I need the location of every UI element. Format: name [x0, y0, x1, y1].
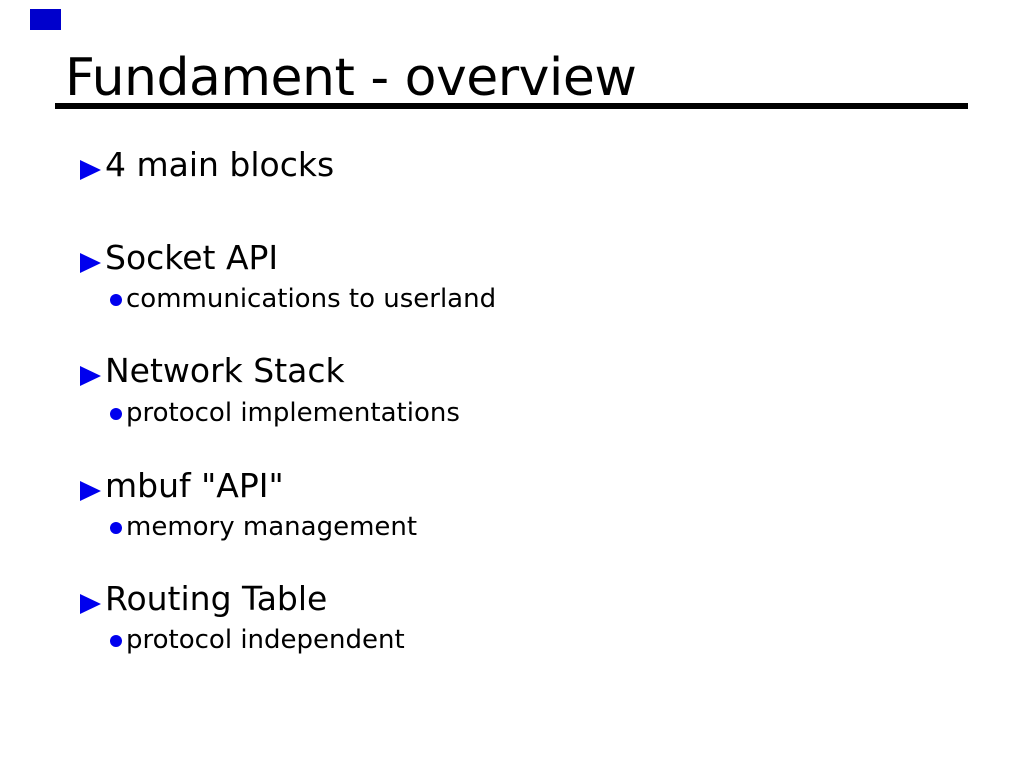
bullet-item: 4 main blocks — [0, 148, 1024, 181]
triangle-bullet-icon — [80, 481, 101, 501]
triangle-bullet-icon — [80, 160, 101, 180]
circle-bullet-icon — [110, 635, 122, 647]
sub-bullet-label: memory management — [126, 512, 418, 542]
bullet-item: Network Stack — [0, 354, 1024, 387]
sub-bullet-label: protocol implementations — [126, 398, 460, 428]
bullet-item: Socket API — [0, 241, 1024, 274]
circle-bullet-icon — [110, 408, 122, 420]
bullet-label: mbuf "API" — [105, 466, 284, 505]
sub-bullet-item: protocol implementations — [0, 400, 1024, 426]
title-underline — [55, 103, 968, 109]
bullet-item: mbuf "API" — [0, 469, 1024, 502]
bullet-label: 4 main blocks — [105, 145, 335, 184]
sub-bullet-label: protocol independent — [126, 625, 405, 655]
sub-bullet-item: protocol independent — [0, 627, 1024, 653]
triangle-bullet-icon — [80, 366, 101, 386]
triangle-bullet-icon — [80, 253, 101, 273]
triangle-bullet-icon — [80, 594, 101, 614]
page-title: Fundament - overview — [65, 48, 637, 108]
sub-bullet-item: memory management — [0, 514, 1024, 540]
circle-bullet-icon — [110, 294, 122, 306]
corner-mark — [30, 9, 61, 30]
circle-bullet-icon — [110, 522, 122, 534]
bullet-item: Routing Table — [0, 582, 1024, 615]
bullet-label: Socket API — [105, 238, 279, 277]
bullet-label: Routing Table — [105, 579, 328, 618]
sub-bullet-label: communications to userland — [126, 284, 497, 314]
sub-bullet-item: communications to userland — [0, 286, 1024, 312]
bullet-label: Network Stack — [105, 351, 345, 390]
